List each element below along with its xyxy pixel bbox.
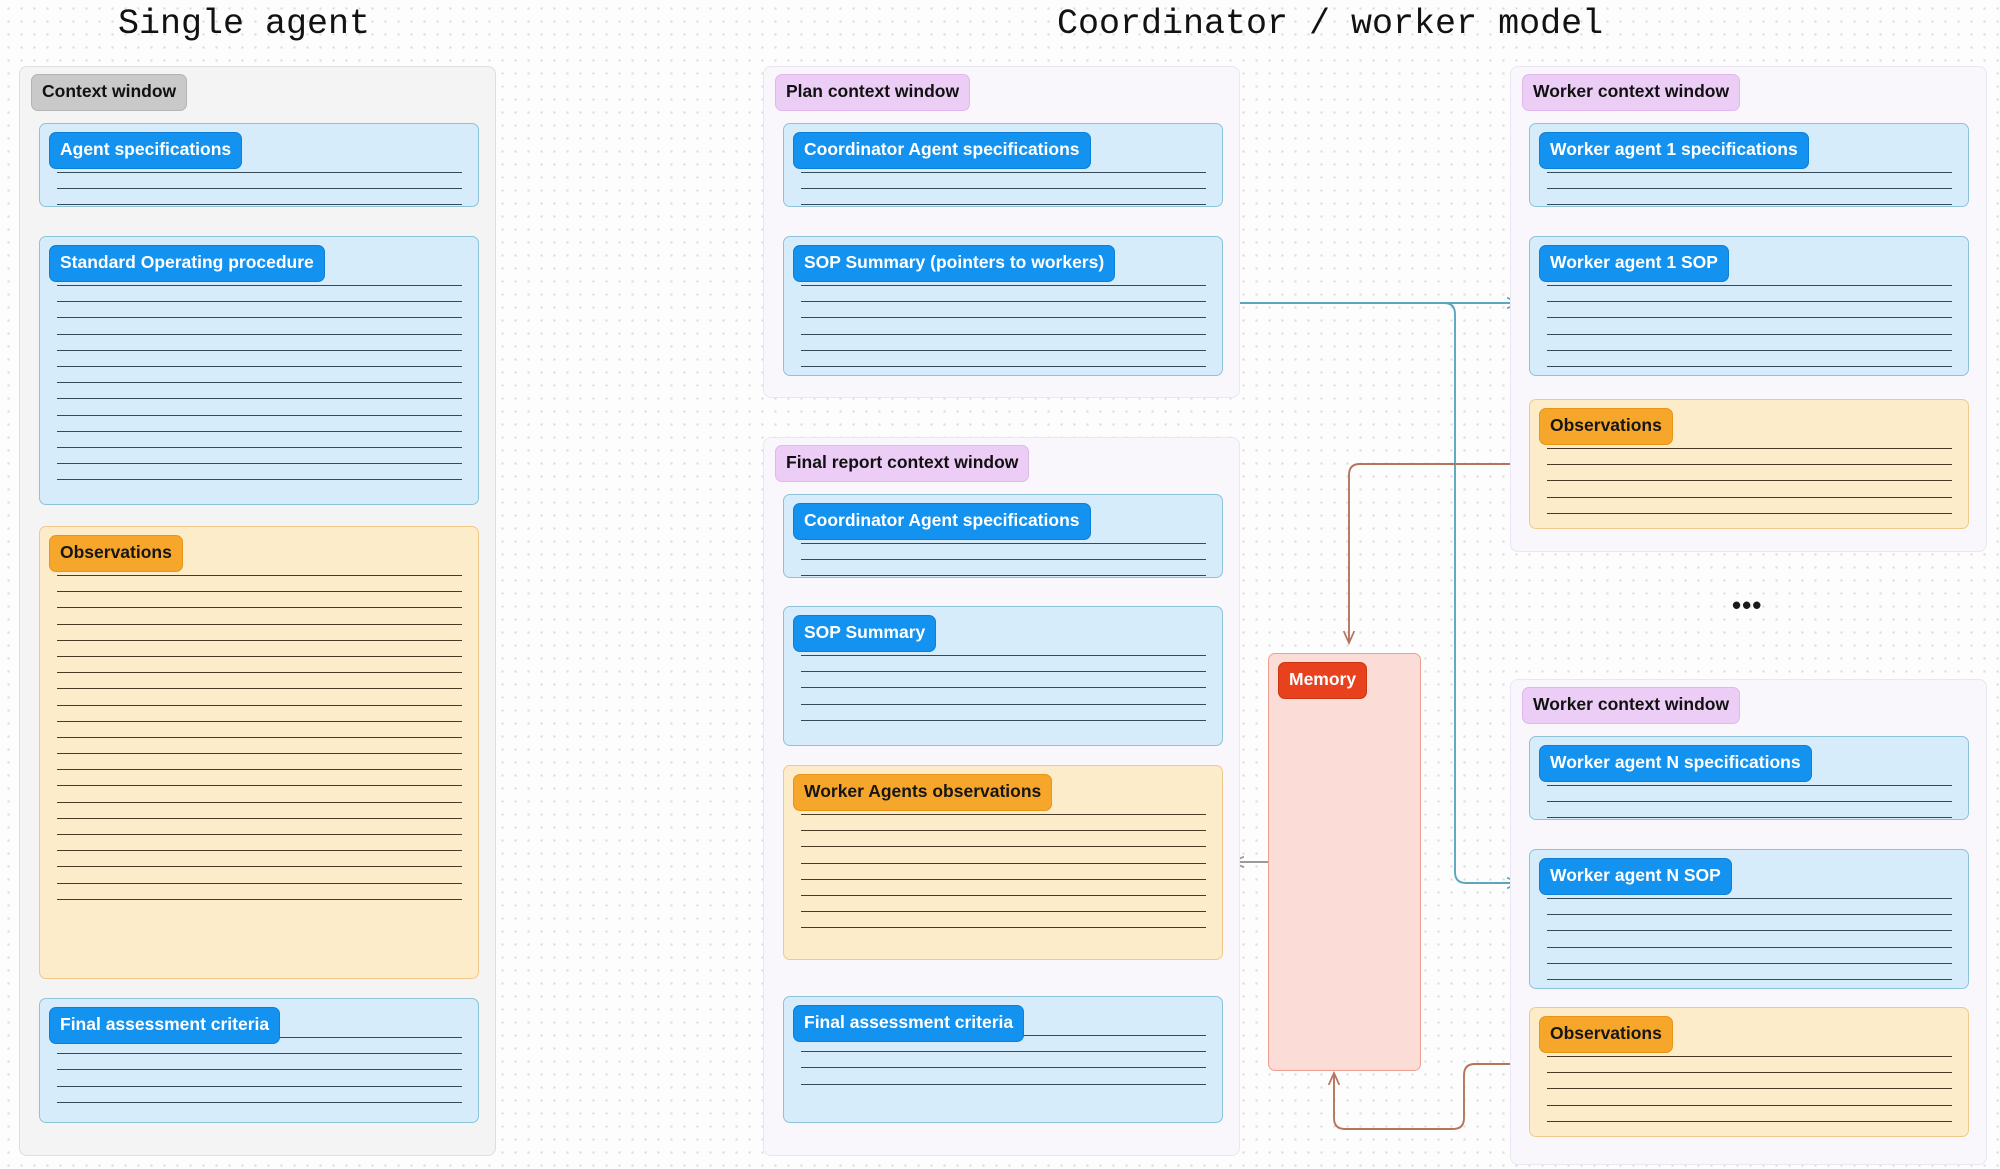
card-label-sop-summary-pointers: SOP Summary (pointers to workers) (793, 245, 1116, 282)
card-label-observations: Observations (49, 535, 183, 572)
card-worker-agent-n-specifications: Worker agent N specifications (1529, 736, 1969, 820)
final-report-context-window-label: Final report context window (775, 445, 1030, 482)
rule-lines (801, 543, 1206, 577)
card-label-sop-summary: SOP Summary (793, 615, 937, 652)
card-label-worker-agent-1-specifications: Worker agent 1 specifications (1539, 132, 1809, 169)
rule-lines (801, 655, 1206, 736)
card-label-observations: Observations (1539, 1016, 1673, 1053)
plan-context-window-label: Plan context window (775, 74, 971, 111)
worker-n-context-window-label: Worker context window (1522, 687, 1741, 724)
rule-lines (801, 814, 1206, 944)
rule-lines (801, 172, 1206, 206)
card-final-assessment-criteria-single-agent: Final assessment criteria (39, 998, 479, 1123)
card-label-worker-agents-observations: Worker Agents observations (793, 774, 1053, 811)
card-label-final-assessment-criteria: Final assessment criteria (793, 1005, 1025, 1042)
card-worker-agent-1-specifications: Worker agent 1 specifications (1529, 123, 1969, 207)
card-coordinator-agent-specifications-final: Coordinator Agent specifications (783, 494, 1223, 578)
rule-lines (801, 1035, 1206, 1100)
card-worker-agent-1-sop: Worker agent 1 SOP (1529, 236, 1969, 376)
card-label-coordinator-agent-specifications: Coordinator Agent specifications (793, 132, 1091, 169)
card-label-agent-specifications: Agent specifications (49, 132, 243, 169)
rule-lines (1547, 1056, 1952, 1136)
card-standard-operating-procedure: Standard Operating procedure (39, 236, 479, 505)
card-agent-specifications: Agent specifications (39, 123, 479, 207)
card-final-assessment-criteria-final-report: Final assessment criteria (783, 996, 1223, 1123)
page-title-single-agent: Single agent (118, 4, 371, 44)
rule-lines (1547, 285, 1952, 375)
rule-lines (1547, 785, 1952, 819)
card-label-worker-agent-n-sop: Worker agent N SOP (1539, 858, 1732, 895)
edge-workerN-observations-to-memory (1334, 1063, 1519, 1130)
card-label-standard-operating-procedure: Standard Operating procedure (49, 245, 325, 282)
card-observations-single-agent: Observations (39, 526, 479, 979)
card-label-worker-agent-1-sop: Worker agent 1 SOP (1539, 245, 1729, 282)
rule-lines (57, 285, 462, 495)
rule-lines (801, 285, 1206, 375)
single-agent-panel-label: Context window (31, 74, 188, 111)
rule-lines (57, 1037, 462, 1118)
rule-lines (1547, 898, 1952, 988)
memory-label: Memory (1278, 662, 1368, 699)
card-sop-summary-final: SOP Summary (783, 606, 1223, 746)
card-label-worker-agent-n-specifications: Worker agent N specifications (1539, 745, 1812, 782)
card-observations-worker-n: Observations (1529, 1007, 1969, 1137)
edge-worker1-observations-to-memory (1349, 463, 1519, 643)
page-title-coordinator-worker: Coordinator / worker model (1057, 4, 1604, 44)
workers-ellipsis: ••• (1732, 590, 1763, 620)
card-label-final-assessment-criteria: Final assessment criteria (49, 1007, 281, 1044)
rule-lines (1547, 448, 1952, 528)
edge-sop-to-workerN-sop (1443, 302, 1519, 883)
rule-lines (57, 172, 462, 206)
card-worker-agent-n-sop: Worker agent N SOP (1529, 849, 1969, 989)
card-coordinator-agent-specifications-plan: Coordinator Agent specifications (783, 123, 1223, 207)
card-label-observations: Observations (1539, 408, 1673, 445)
card-observations-worker-1: Observations (1529, 399, 1969, 529)
rule-lines (1547, 172, 1952, 206)
card-worker-agents-observations: Worker Agents observations (783, 765, 1223, 960)
rule-lines (57, 575, 462, 915)
card-sop-summary-pointers: SOP Summary (pointers to workers) (783, 236, 1223, 376)
worker-1-context-window-label: Worker context window (1522, 74, 1741, 111)
memory-store: Memory (1268, 653, 1421, 1071)
card-label-coordinator-agent-specifications: Coordinator Agent specifications (793, 503, 1091, 540)
